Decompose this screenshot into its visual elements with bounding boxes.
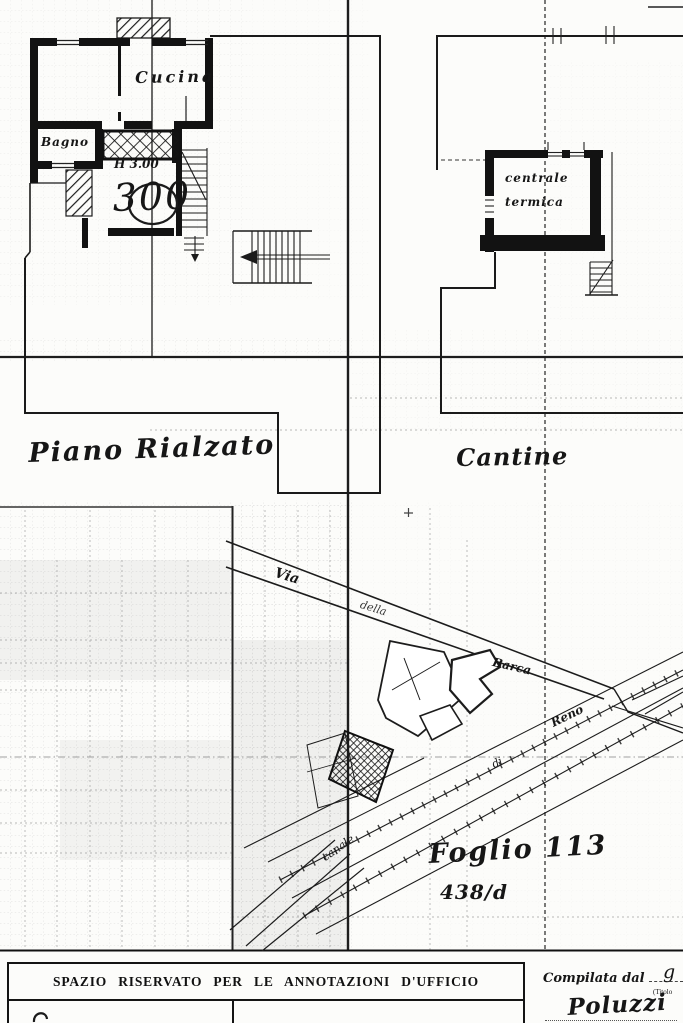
compiled-by-text: Compilata dal — [543, 971, 645, 986]
annotation-partial-mark — [32, 1012, 49, 1023]
area-note-circled: 300 — [111, 173, 192, 220]
office-annotations-box: SPAZIO RISERVATO PER LE ANNOTAZIONI D'UF… — [7, 962, 525, 1023]
room-label-cucina: Cucina — [134, 66, 216, 87]
plan-title-cantine: Cantine — [455, 441, 569, 472]
signature-line — [545, 1020, 677, 1021]
map-parcel-ref: 438/d — [440, 880, 509, 904]
height-note: H 3.00 — [114, 157, 159, 171]
room-label-centrale: centrale — [505, 171, 569, 185]
compiler-signature: Poluzzi — [566, 988, 668, 1021]
compiled-by-subnote: (Titolo — [653, 988, 673, 996]
room-label-termica: termica — [505, 195, 564, 209]
grid-lines — [0, 0, 683, 952]
plan-title-piano-rialzato: Piano Rialzato — [27, 429, 276, 469]
compiled-by-blank — [648, 971, 683, 982]
compiled-by-suffix: g — [663, 961, 676, 983]
floor-plan-cantine — [436, 26, 683, 414]
compiled-by-label: Compilata dal — [543, 971, 683, 985]
graph-paper-texture — [0, 0, 683, 952]
external-stair — [232, 230, 330, 284]
site-plan — [225, 540, 683, 952]
office-annotations-divider — [232, 1001, 234, 1023]
floor-plan-piano-rialzato — [24, 17, 381, 494]
office-annotations-title: SPAZIO RISERVATO PER LE ANNOTAZIONI D'UF… — [9, 964, 523, 1001]
room-label-bagno: Bagno — [41, 135, 90, 149]
